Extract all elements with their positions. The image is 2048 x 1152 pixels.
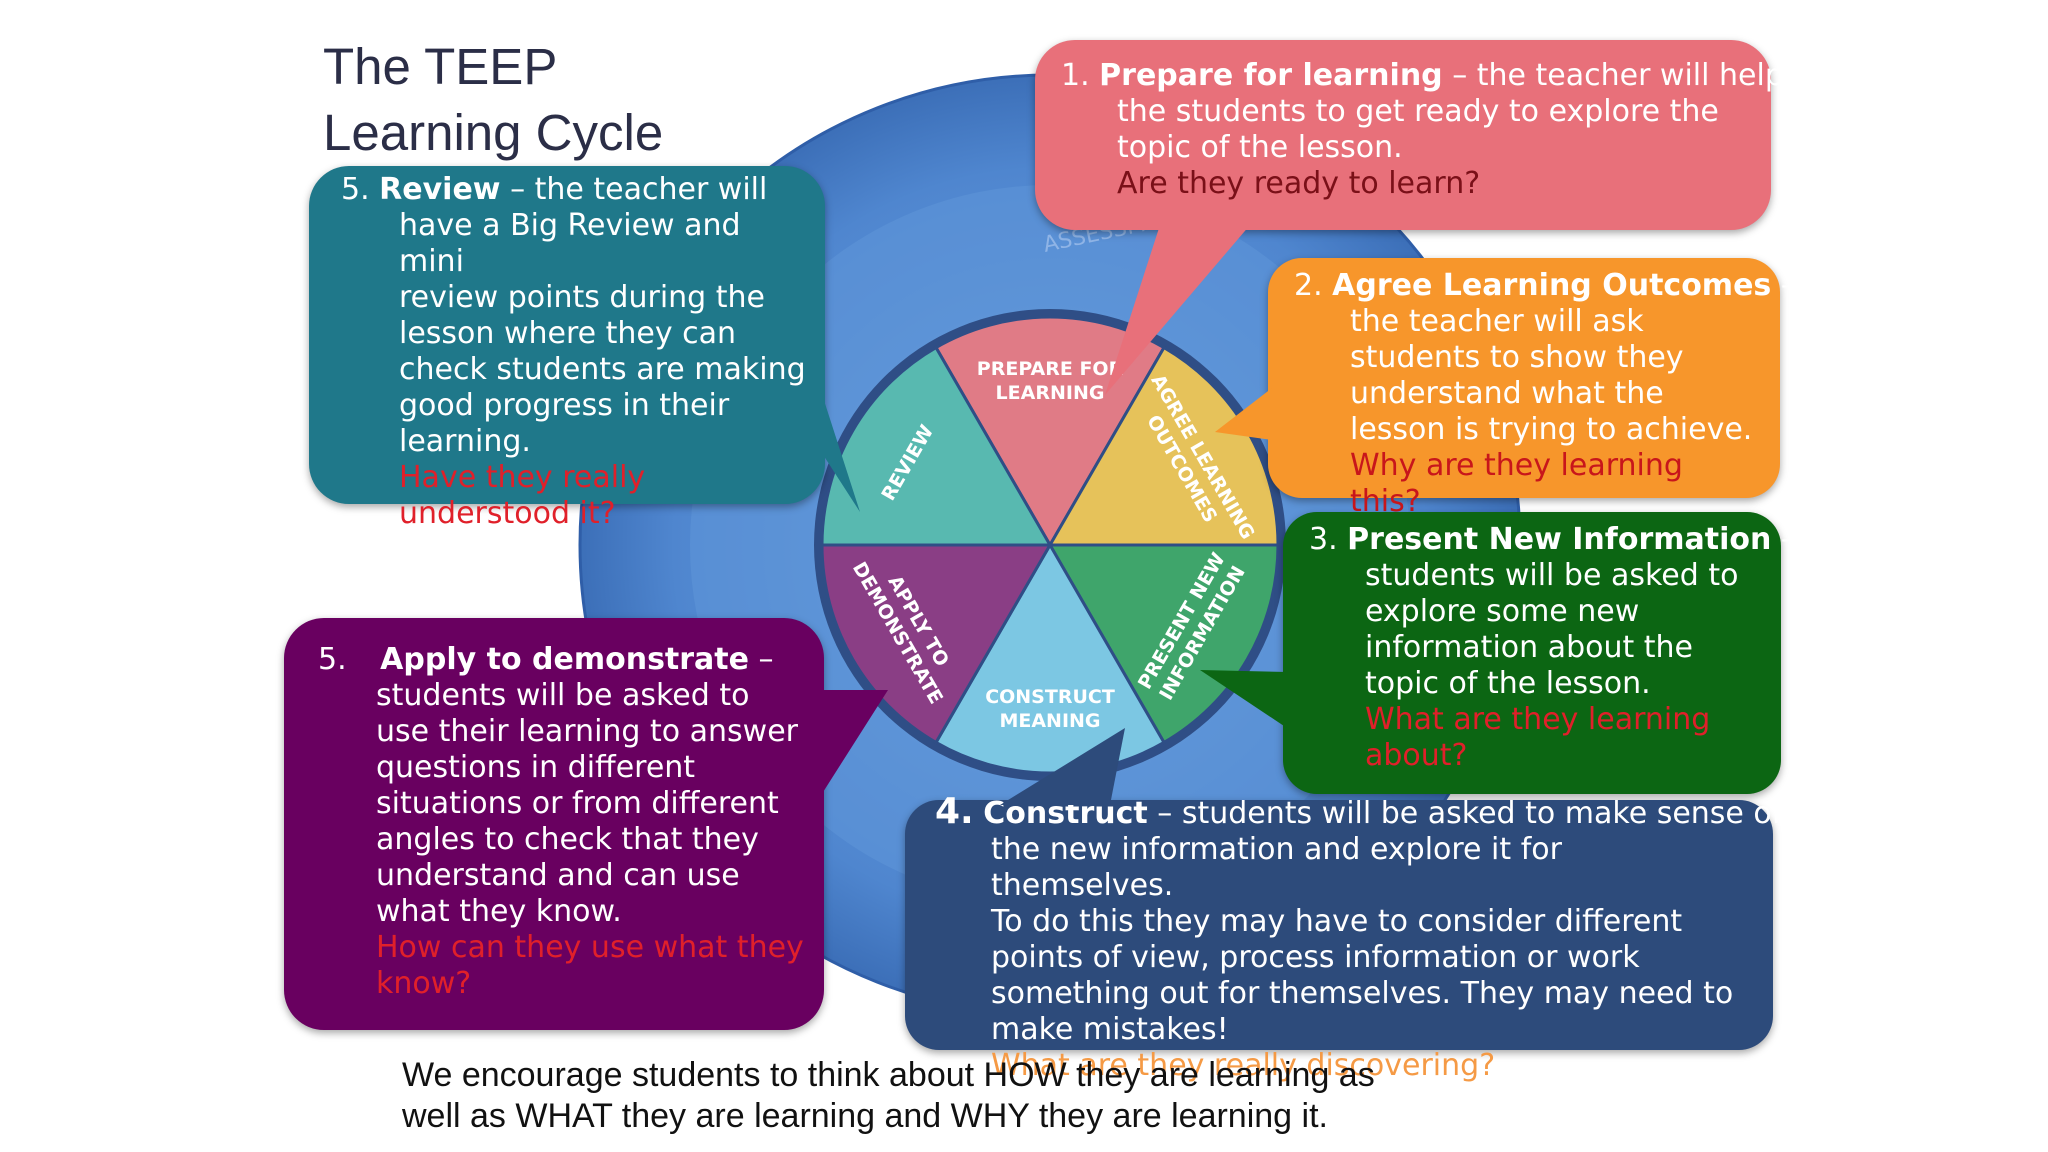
footer-line-2: well as WHAT they are learning and WHY t…	[402, 1097, 1328, 1135]
apply-to-demonstrate-box: 5. Apply to demonstrate – students will …	[284, 618, 824, 1030]
apply-question-line: How can they use what they	[376, 930, 804, 965]
review-body-line: check students are making	[399, 352, 806, 387]
review-question-line: Have they really	[399, 460, 646, 495]
footer-statement: We encourage students to think about HOW…	[402, 1055, 1375, 1137]
construct-body-line: points of view, process information or w…	[991, 940, 1640, 975]
prepare-heading: 1. Prepare for learning – the teacher wi…	[1061, 58, 1784, 93]
agree-body-line: the teacher will ask	[1350, 304, 1644, 339]
footer-line-1: We encourage students to think about HOW…	[402, 1056, 1375, 1094]
prepare-for-learning-box: 1. Prepare for learning – the teacher wi…	[1035, 40, 1784, 230]
present-body-line: students will be asked to	[1365, 558, 1739, 593]
apply-heading: 5. Apply to demonstrate –	[318, 642, 774, 677]
present-body-line: topic of the lesson.	[1365, 666, 1651, 701]
apply-label: Apply to demonstrate	[380, 642, 749, 677]
construct-body-line: something out for themselves. They may n…	[991, 976, 1734, 1011]
apply-body-line: use their learning to answer	[376, 714, 799, 749]
prepare-body-line: the students to get ready to explore the	[1117, 94, 1719, 129]
construct-question: What are they really discovering?	[991, 1048, 1496, 1083]
prepare-body-line: topic of the lesson.	[1117, 130, 1403, 165]
page-title: The TEEP Learning Cycle	[323, 34, 663, 166]
review-body-line: good progress in their	[399, 388, 730, 423]
construct-body-line: To do this they may have to consider dif…	[991, 904, 1683, 939]
apply-body-line: understand and can use	[376, 858, 740, 893]
review-box: 5. Review – the teacher will have a Big …	[309, 166, 825, 531]
present-label: Present New Information	[1347, 522, 1772, 557]
construct-body-line: the new information and explore it for t…	[991, 832, 1562, 903]
apply-body-line: students will be asked to	[376, 678, 750, 713]
agree-question: Why are they learning this?	[1350, 448, 1683, 519]
agree-body-line: students to show they	[1350, 340, 1684, 375]
review-body-line: have a Big Review and mini	[399, 208, 741, 279]
title-line-2: Learning Cycle	[323, 104, 664, 161]
review-body-line: review points during the	[399, 280, 765, 315]
present-question-line: about?	[1365, 738, 1468, 773]
construct-heading: 4. Construct – students will be asked to…	[935, 791, 1783, 832]
review-question-line: understood it?	[399, 496, 616, 531]
review-heading: 5. Review – the teacher will	[341, 172, 768, 207]
apply-question-line: know?	[376, 966, 472, 1001]
agree-heading: 2. Agree Learning Outcomes –	[1294, 268, 1796, 303]
present-heading: 3. Present New Information –	[1309, 522, 1796, 557]
review-body-line: learning.	[399, 424, 531, 459]
prepare-label: Prepare for learning	[1099, 58, 1443, 93]
apply-body-line: what they know.	[376, 894, 622, 929]
construct-label: Construct	[983, 796, 1148, 831]
title-line-1: The TEEP	[323, 38, 558, 95]
prepare-question: Are they ready to learn?	[1117, 166, 1481, 201]
apply-body-line: situations or from different	[376, 786, 779, 821]
agree-body-line: understand what the	[1350, 376, 1664, 411]
apply-body-line: angles to check that they	[376, 822, 759, 857]
review-label: Review	[379, 172, 501, 207]
present-body-line: explore some new	[1365, 594, 1640, 629]
agree-body-line: lesson is trying to achieve.	[1350, 412, 1753, 447]
construct-box: 4. Construct – students will be asked to…	[905, 794, 1782, 1083]
present-new-information-box: 3. Present New Information – students wi…	[1283, 512, 1796, 794]
review-body-line: lesson where they can	[399, 316, 737, 351]
agree-label: Agree Learning Outcomes	[1332, 268, 1772, 303]
prepare-head-text: – the teacher will help	[1442, 58, 1784, 93]
construct-body-line: make mistakes!	[991, 1012, 1229, 1047]
agree-learning-outcomes-box: 2. Agree Learning Outcomes – the teacher…	[1268, 258, 1796, 519]
present-body-line: information about the	[1365, 630, 1694, 665]
present-question-line: What are they learning	[1365, 702, 1711, 737]
apply-body-line: questions in different	[376, 750, 696, 785]
